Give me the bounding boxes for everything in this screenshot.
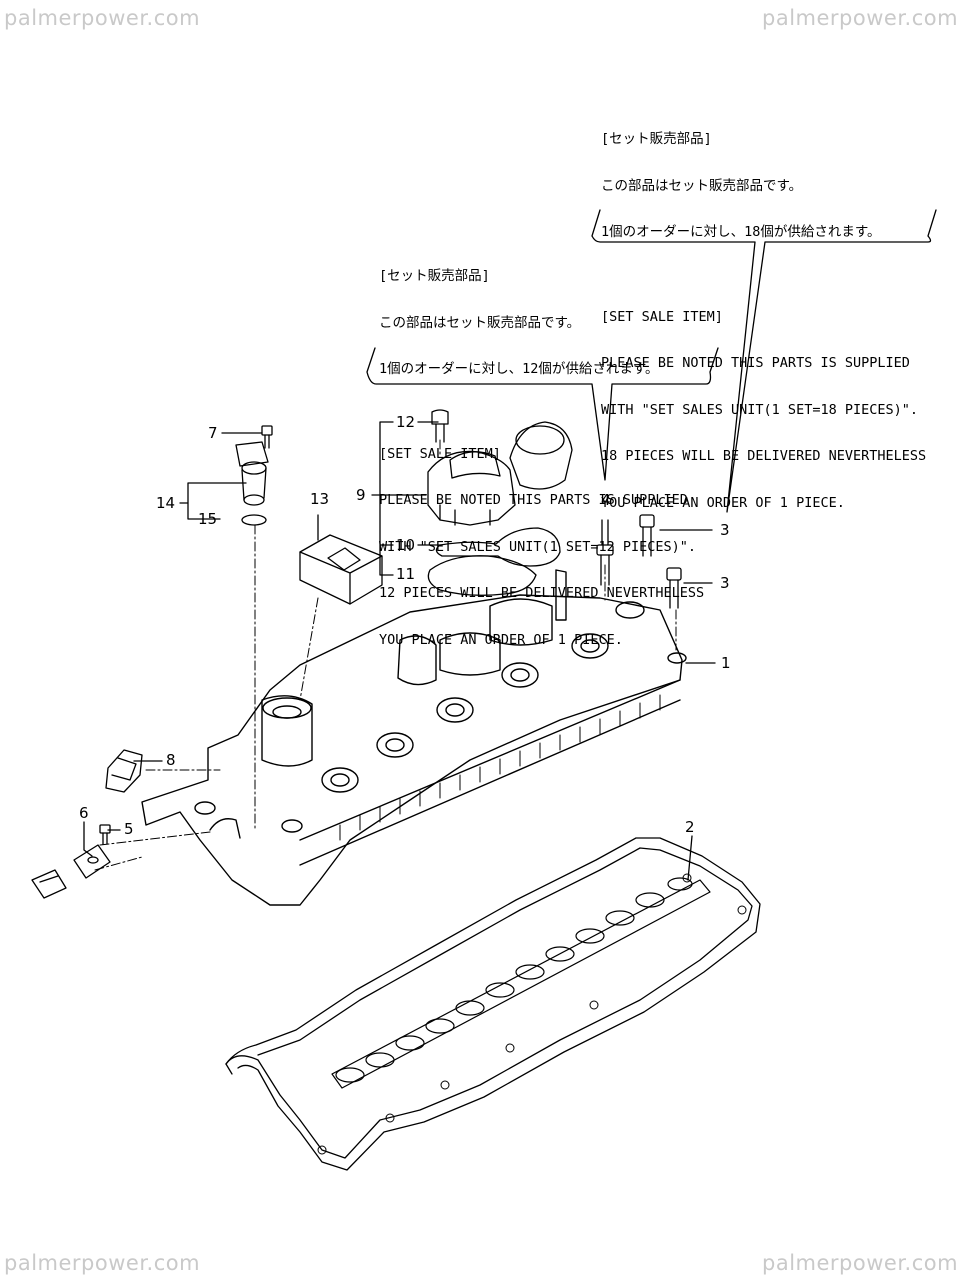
callout-11: 11 xyxy=(396,565,416,583)
note12-en-line4: YOU PLACE AN ORDER OF 1 PIECE. xyxy=(379,631,623,648)
note18-en-title: [SET SALE ITEM] xyxy=(601,308,723,325)
callout-3a: 3 xyxy=(720,521,730,539)
watermark-bottom-left: palmerpower.com xyxy=(4,1251,201,1275)
o-ring-part-15 xyxy=(241,514,267,526)
gasket-holes xyxy=(317,873,747,1155)
callout-8: 8 xyxy=(166,751,176,769)
clip-part-8 xyxy=(105,749,143,793)
callout-2: 2 xyxy=(685,818,695,836)
callout-5: 5 xyxy=(124,820,134,838)
leader-2 xyxy=(687,835,693,881)
sensor-part-14 xyxy=(235,441,269,506)
note18-jp-line2: 1個のオーダーに対し、18個が供給されます。 xyxy=(601,224,881,240)
note18-en-line2: WITH "SET SALES UNIT(1 SET=18 PIECES)". xyxy=(601,401,918,418)
note12-en-title: [SET SALE ITEM] xyxy=(379,445,501,462)
callout-15: 15 xyxy=(198,510,218,528)
watermark-top-right: palmerpower.com xyxy=(762,6,959,30)
leader-6 xyxy=(83,821,93,857)
cap-part-13 xyxy=(299,534,383,605)
callout-10: 10 xyxy=(396,536,416,554)
note12-jp-line2: 1個のオーダーに対し、12個が供給されます。 xyxy=(379,361,659,377)
callout-14: 14 xyxy=(156,494,176,512)
note-balloon-18 xyxy=(591,209,937,513)
small-clip xyxy=(31,869,67,899)
set-sale-note-12: [セット販売部品] この部品はセット販売部品です。 1個のオーダーに対し、12個… xyxy=(379,238,704,664)
callout-12: 12 xyxy=(396,413,416,431)
note12-en-line3: 12 PIECES WILL BE DELIVERED NEVERTHELESS xyxy=(379,585,705,601)
gasket-part-2 xyxy=(225,837,761,1171)
note18-en-line3: 18 PIECES WILL BE DELIVERED NEVERTHELESS xyxy=(601,448,927,464)
bolt-part-3-b xyxy=(666,567,682,609)
bolt-part-5 xyxy=(99,824,111,845)
callout-4: 4 xyxy=(601,491,611,509)
watermark-bottom-right: palmerpower.com xyxy=(762,1251,959,1275)
callout-1: 1 xyxy=(721,654,731,672)
callout-3b: 3 xyxy=(720,574,730,592)
note18-jp-line1: この部品はセット販売部品です。 xyxy=(601,177,803,194)
callout-6: 6 xyxy=(79,804,89,822)
bolt-part-12 xyxy=(431,409,449,443)
gasket-part-10 xyxy=(435,527,561,567)
bolt-part-7 xyxy=(261,425,273,449)
pcv-valve-part-9 xyxy=(427,421,573,526)
gasket-part-11 xyxy=(427,555,537,596)
callout-9: 9 xyxy=(356,486,366,504)
note18-en-line4: YOU PLACE AN ORDER OF 1 PIECE. xyxy=(601,494,845,511)
note18-jp-title: [セット販売部品] xyxy=(601,131,712,147)
note18-en-line1: PLEASE BE NOTED THIS PARTS IS SUPPLIED xyxy=(601,355,910,371)
callout-13: 13 xyxy=(310,490,330,508)
leader-14 xyxy=(179,482,247,520)
plug-seal-strip xyxy=(331,877,711,1089)
note-balloon-12 xyxy=(366,347,719,481)
leader-9-10-11-bracket xyxy=(371,421,427,576)
note12-en-line1: PLEASE BE NOTED THIS PARTS IS SUPPLIED xyxy=(379,492,688,508)
head-cover-part-1 xyxy=(141,569,687,906)
note12-jp-title: [セット販売部品] xyxy=(379,268,490,284)
set-sale-note-18: [セット販売部品] この部品はセット販売部品です。 1個のオーダーに対し、18個… xyxy=(601,101,926,527)
watermark-top-left: palmerpower.com xyxy=(4,6,201,30)
note12-jp-line1: この部品はセット販売部品です。 xyxy=(379,314,581,331)
bolt-part-3-a xyxy=(639,514,655,557)
bracket-part-6 xyxy=(73,844,111,879)
stud-part-4 xyxy=(596,519,614,586)
callout-7: 7 xyxy=(208,424,218,442)
note12-en-line2: WITH "SET SALES UNIT(1 SET=12 PIECES)". xyxy=(379,538,696,555)
